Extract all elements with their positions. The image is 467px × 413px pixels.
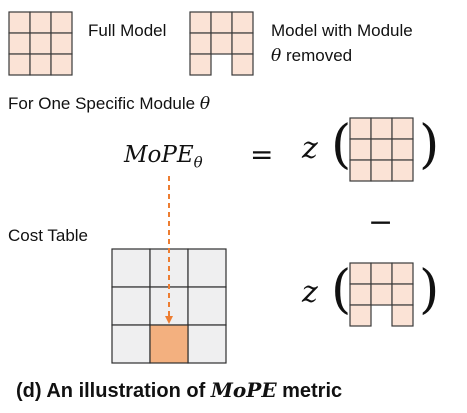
- cost-table-label: Cost Table: [8, 226, 89, 245]
- section-title-theta: θ: [199, 94, 211, 114]
- full-model-icon: [8, 11, 73, 76]
- removed-word: removed: [281, 46, 353, 65]
- removed-model-label-line2: θ removed: [271, 46, 352, 66]
- cost-table-grid: [111, 248, 227, 364]
- paren-close-top: ): [419, 115, 440, 175]
- equation-full-model-grid: [349, 117, 414, 182]
- removed-model-icon: [189, 11, 254, 76]
- paren-open-bottom: (: [331, 260, 352, 320]
- minus-sign: −: [368, 205, 394, 240]
- section-title: For One Specific Module θ: [8, 94, 210, 114]
- cost-table-highlight-cell: [149, 324, 189, 364]
- figure-caption: (d) An illustration of MoPE metric: [16, 378, 342, 403]
- equation-removed-model-grid: [349, 262, 414, 327]
- full-model-label: Full Model: [88, 21, 167, 40]
- z-function-bottom: z: [302, 275, 318, 310]
- mope-theta-term: MoPEθ: [124, 141, 203, 177]
- removed-model-label-line1: Model with Module: [271, 21, 413, 40]
- equals-sign: =: [250, 138, 274, 171]
- mope-subscript: θ: [193, 153, 203, 172]
- paren-open-top: (: [331, 115, 352, 175]
- caption-math: MoPE: [210, 378, 277, 402]
- caption-prefix: (d) An illustration of: [16, 380, 211, 402]
- mope-base: MoPE: [124, 142, 194, 168]
- caption-suffix: metric: [276, 380, 343, 402]
- section-title-prefix: For One Specific Module: [8, 94, 200, 113]
- theta-symbol: θ: [271, 46, 282, 66]
- paren-close-bottom: ): [419, 260, 440, 320]
- z-function-top: z: [302, 131, 318, 166]
